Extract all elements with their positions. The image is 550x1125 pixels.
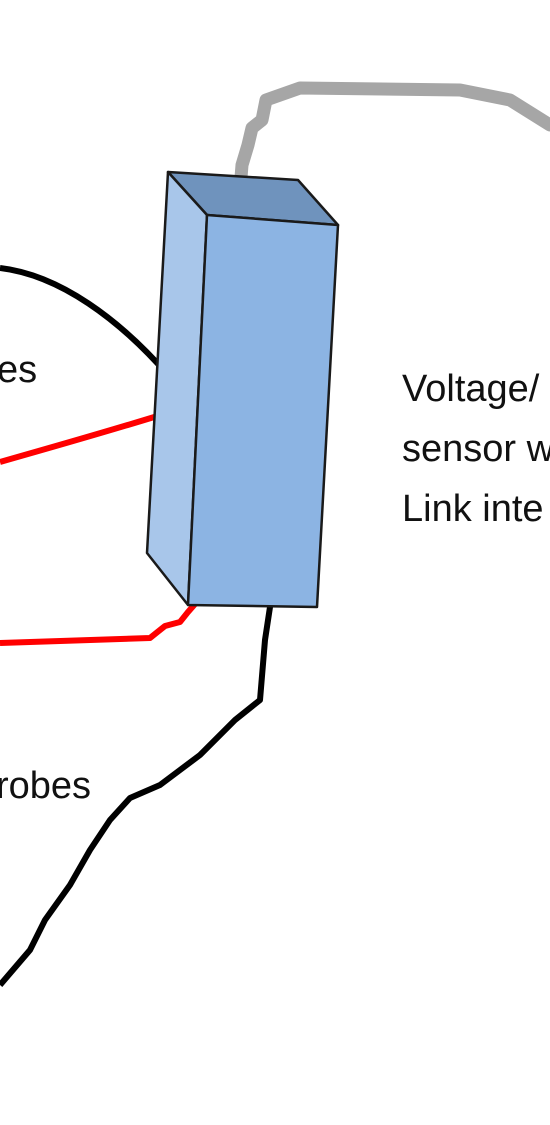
black-probe-wire-upper (0, 265, 171, 377)
box-front-face (186, 213, 340, 609)
sensor-label-line-1: Voltage/ (402, 368, 540, 410)
sensor-label-line-2: sensor w (402, 428, 550, 470)
probes-label-upper: es (0, 349, 37, 391)
sensor-label-line-3: Link inte (402, 488, 544, 530)
probes-label-lower: robes (0, 765, 91, 807)
gray-interface-cable (233, 81, 550, 197)
red-probe-wire-lower (0, 602, 198, 646)
voltage-sensor-box (145, 170, 340, 609)
black-probe-wire-lower (0, 606, 273, 987)
